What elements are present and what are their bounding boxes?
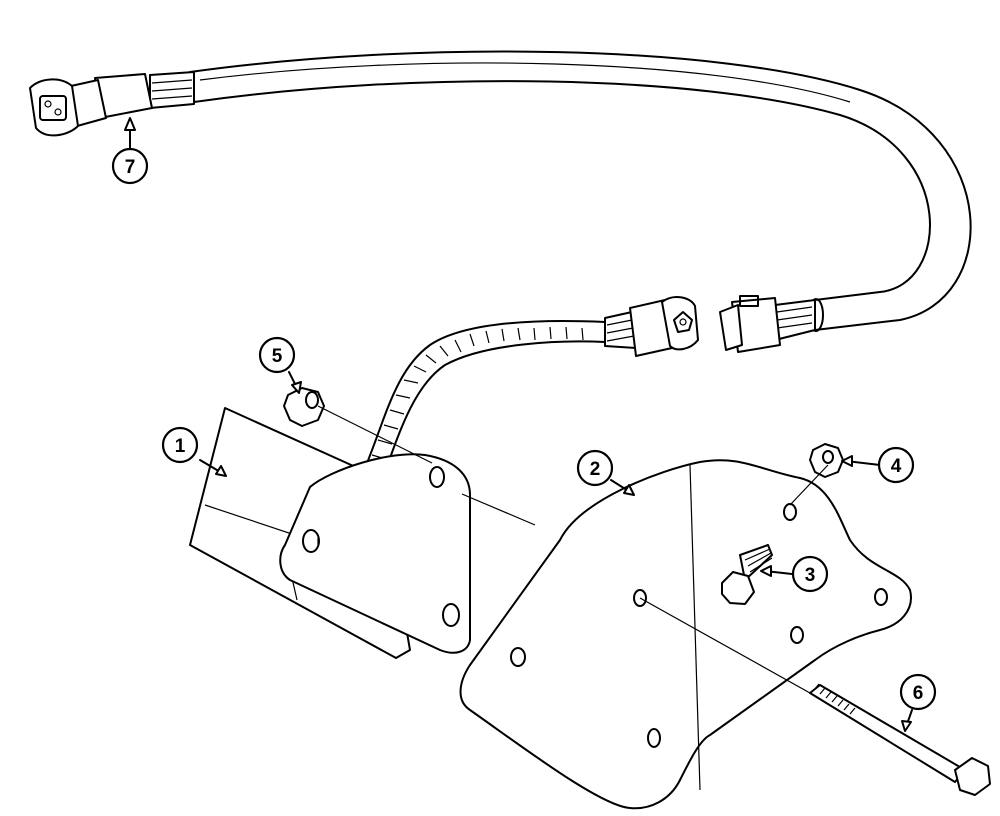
callout-4-label: 4 [891,456,902,477]
callout-5-label: 5 [272,346,283,367]
callout-4-circle [877,446,915,484]
callout-2-circle [576,449,614,487]
long-cable [189,50,972,332]
callout-2-label: 2 [590,459,601,480]
sensor-plate [279,453,471,654]
callout-1: 1 [161,426,199,464]
callout-6: 6 [899,673,937,711]
connector-7 [29,71,195,137]
connector-right [719,295,816,353]
bolt-3 [721,544,773,605]
callout-3: 3 [791,555,829,593]
alignment-lines [317,405,829,694]
callout-7-label: 7 [125,157,136,178]
callout-4: 4 [877,446,915,484]
braided-harness [364,296,699,473]
leader-lines [124,117,913,732]
nut-5 [283,387,325,427]
callout-6-circle [899,673,937,711]
callout-7-circle [111,147,149,185]
bolt-6 [809,683,991,796]
callout-7: 7 [111,147,149,185]
callout-2: 2 [576,449,614,487]
callout-3-label: 3 [805,565,816,586]
callout-1-label: 1 [175,436,186,457]
callout-6-label: 6 [913,683,924,704]
callout-1-circle [161,426,199,464]
callout-5: 5 [258,336,296,374]
bracket-2 [459,459,912,810]
nut-4 [809,443,844,478]
callout-5-circle [258,336,296,374]
callout-3-circle [791,555,829,593]
